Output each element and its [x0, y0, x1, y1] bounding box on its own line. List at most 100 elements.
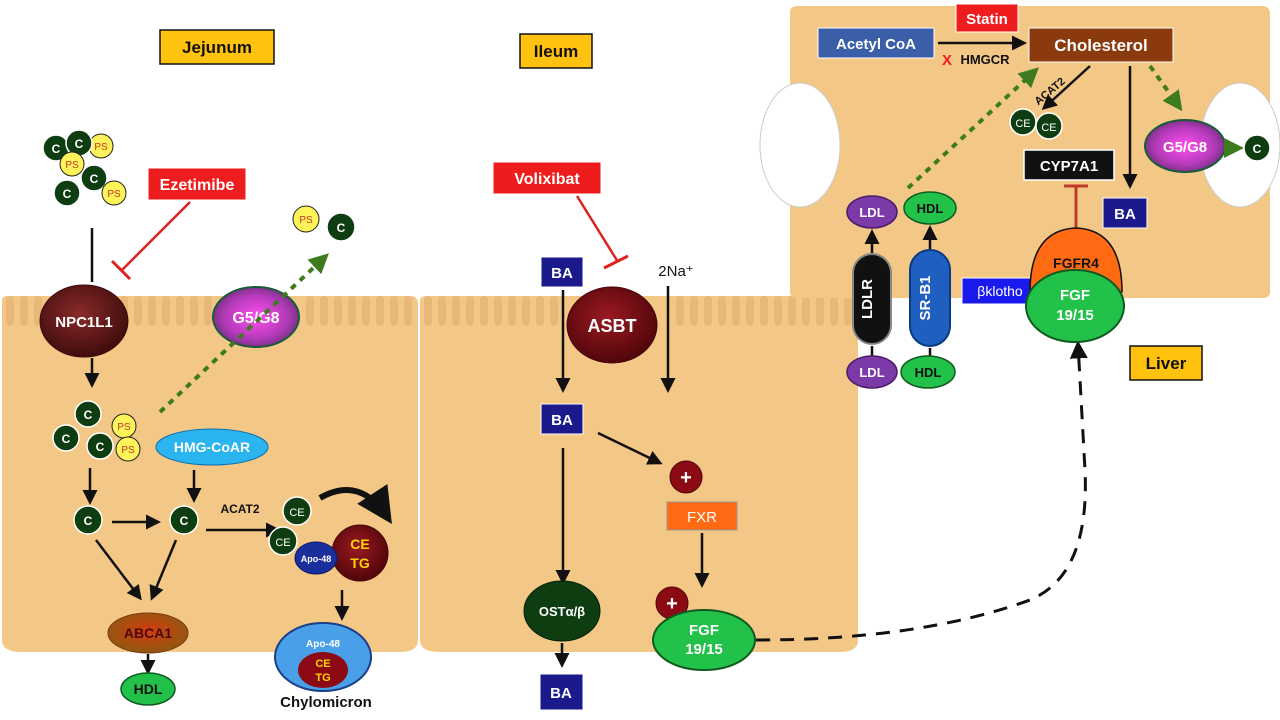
- svg-text:C: C: [1253, 142, 1262, 156]
- sterol-c-left: C: [73, 505, 103, 535]
- sterol-ps: PS: [59, 151, 85, 177]
- svg-text:BA: BA: [551, 412, 573, 429]
- bklotho-label: βklotho: [977, 283, 1023, 299]
- svg-text:PS: PS: [299, 215, 313, 226]
- sterol-c: C: [53, 179, 81, 207]
- cholesterol-to-ce-arrow: [1041, 65, 1091, 111]
- svg-text:TG: TG: [350, 555, 370, 571]
- fxr-label: FXR: [687, 509, 717, 526]
- fxr-activation-plus: +: [669, 460, 703, 494]
- abca1-transporter: ABCA1: [107, 612, 189, 654]
- c-to-abca1-arrow: [95, 539, 142, 601]
- region-label-liver: Liver: [1129, 345, 1203, 381]
- ldlr-receptor: LDLR: [852, 253, 892, 345]
- svg-text:LDL: LDL: [859, 365, 884, 380]
- bklotho-coreceptor: βklotho: [961, 277, 1039, 305]
- svg-text:C: C: [84, 514, 93, 528]
- hmgcr-x-mark: X: [942, 52, 952, 69]
- lipoprotein-to-cholesterol-dotted-arrow: [906, 67, 1039, 190]
- apo48-jejunum: Apo-48: [294, 541, 338, 575]
- volixibat-inhibition-line: [575, 195, 620, 263]
- ezetimibe-drug: Ezetimibe: [147, 167, 247, 201]
- ileum-microvilli: [424, 296, 852, 326]
- cholesterol-box: Cholesterol: [1028, 27, 1174, 63]
- fgf-activation-plus: +: [655, 586, 689, 620]
- volixibat-label: Volixibat: [514, 171, 580, 188]
- svg-text:C: C: [52, 142, 61, 156]
- curved-assembly-arrow: [318, 484, 392, 525]
- svg-text:C: C: [337, 221, 346, 235]
- svg-text:TG: TG: [315, 672, 330, 684]
- hdl-liver-top: HDL: [903, 191, 957, 225]
- npc1l1-transporter: NPC1L1: [39, 284, 129, 358]
- svg-text:C: C: [62, 432, 71, 446]
- sterol-ps: PS: [115, 436, 141, 462]
- statin-label: Statin: [966, 11, 1008, 28]
- c-center-to-abca1-arrow: [149, 539, 178, 601]
- fgf-liver: FGF 19/15: [1025, 269, 1125, 343]
- ezetimibe-inhibition-bar: [110, 259, 132, 281]
- chylomicron-label: Chylomicron: [280, 694, 372, 711]
- svg-text:C: C: [63, 187, 72, 201]
- region-label-liver-text: Liver: [1146, 354, 1187, 373]
- fgfr4-label: FGFR4: [1053, 255, 1099, 271]
- sterol-c: C: [74, 400, 102, 428]
- asbt-transporter: ASBT: [566, 286, 658, 364]
- cholesterol-label: Cholesterol: [1054, 36, 1148, 55]
- chylomicron: Apo-48 CE TG: [274, 622, 372, 692]
- svg-text:+: +: [666, 593, 678, 615]
- svg-text:PS: PS: [65, 160, 79, 171]
- svg-text:C: C: [75, 137, 84, 151]
- ce-liver-2: CE: [1035, 112, 1063, 140]
- svg-text:BA: BA: [1114, 206, 1136, 223]
- svg-text:CE: CE: [289, 507, 304, 519]
- acetyl-coa-label: Acetyl CoA: [836, 36, 916, 53]
- statin-drug: Statin: [955, 3, 1019, 33]
- acetyl-coa-box: Acetyl CoA: [817, 27, 935, 59]
- svg-text:BA: BA: [551, 265, 573, 282]
- ileum-cell-body: [420, 296, 858, 652]
- svg-text:CE: CE: [1015, 118, 1030, 130]
- svg-text:19/15: 19/15: [685, 641, 723, 658]
- hdl-jejunum: HDL: [120, 672, 176, 706]
- region-label-jejunum-text: Jejunum: [182, 38, 252, 57]
- svg-text:CE: CE: [350, 536, 369, 552]
- acat2-jejunum-label: ACAT2: [220, 502, 259, 516]
- ldlr-label: LDLR: [859, 279, 876, 319]
- svg-text:C: C: [90, 172, 99, 186]
- ba-liver: BA: [1102, 197, 1148, 229]
- sterol-c: C: [52, 424, 80, 452]
- effluxed-sterols: PS C: [292, 205, 356, 242]
- volixibat-drug: Volixibat: [492, 161, 602, 195]
- cholesterol-to-g5g8-dotted-arrow: [1148, 64, 1183, 112]
- volixibat-inhibition-bar: [603, 254, 629, 270]
- svg-text:PS: PS: [121, 445, 135, 456]
- g5g8-jejunum-label: G5/G8: [232, 310, 279, 327]
- sterol-c: C: [80, 164, 108, 192]
- sterol-c-center: C: [169, 505, 199, 535]
- ba-intracellular-ileum: BA: [540, 403, 584, 435]
- two-sodium-label: 2Na⁺: [658, 263, 693, 280]
- ce-tg-particle: CE TG: [331, 524, 389, 582]
- abca1-label: ABCA1: [124, 625, 172, 641]
- g5g8-liver-label: G5/G8: [1163, 139, 1207, 156]
- ezetimibe-inhibition-line: [121, 201, 191, 271]
- svg-text:LDL: LDL: [859, 205, 884, 220]
- region-label-ileum: Ileum: [519, 33, 593, 69]
- sterol-c: C: [86, 432, 114, 460]
- intracellular-sterol-pool: C PS C C PS: [52, 400, 141, 462]
- fxr-receptor: FXR: [666, 501, 738, 531]
- ost-label: OSTα/β: [539, 604, 585, 619]
- svg-text:C: C: [96, 440, 105, 454]
- ldl-liver-top: LDL: [846, 195, 898, 229]
- svg-text:Apo-48: Apo-48: [301, 554, 332, 564]
- svg-text:Apo-48: Apo-48: [306, 639, 340, 650]
- ldl-liver-bottom: LDL: [846, 355, 898, 389]
- srb1-label: SR-B1: [917, 275, 934, 320]
- g5g8-efflux-dotted-arrow: [158, 253, 329, 414]
- svg-text:BA: BA: [550, 685, 572, 702]
- region-label-jejunum: Jejunum: [159, 29, 275, 65]
- svg-text:HDL: HDL: [134, 681, 163, 697]
- hmgcoar-label: HMG-CoAR: [174, 439, 250, 455]
